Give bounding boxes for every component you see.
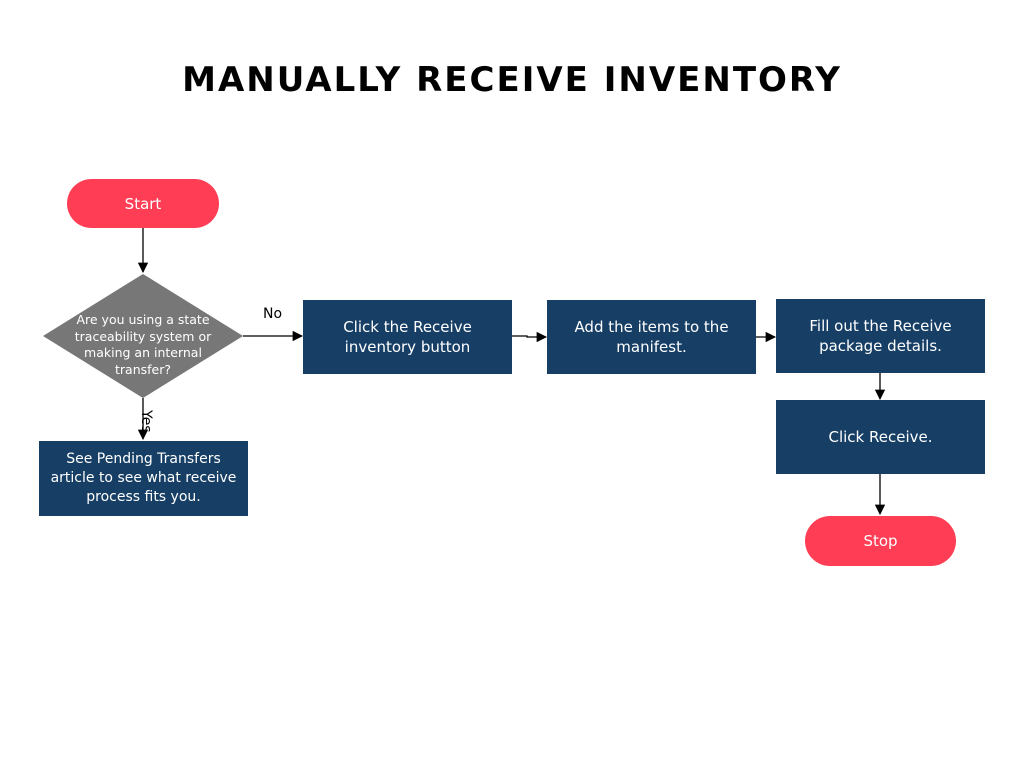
fill-details-node: Fill out the Receive package details. xyxy=(776,299,985,373)
click-receive-inventory-node: Click the Receive inventory button xyxy=(303,300,512,374)
edge-label-no: No xyxy=(263,306,283,322)
decision-question: Are you using a state traceability syste… xyxy=(74,312,212,377)
decision-diamond-shape xyxy=(43,274,243,398)
arrow-receive-button-to-add-items xyxy=(512,331,548,343)
diagram-title: MANUALLY RECEIVE INVENTORY xyxy=(182,60,842,100)
edge-label-yes: Yes xyxy=(138,410,154,433)
add-items-node: Add the items to the manifest. xyxy=(547,300,756,374)
click-receive-node: Click Receive. xyxy=(776,400,985,474)
pending-transfers-node: See Pending Transfers article to see wha… xyxy=(39,441,248,516)
stop-node: Stop xyxy=(805,516,956,566)
start-node: Start xyxy=(67,179,219,228)
